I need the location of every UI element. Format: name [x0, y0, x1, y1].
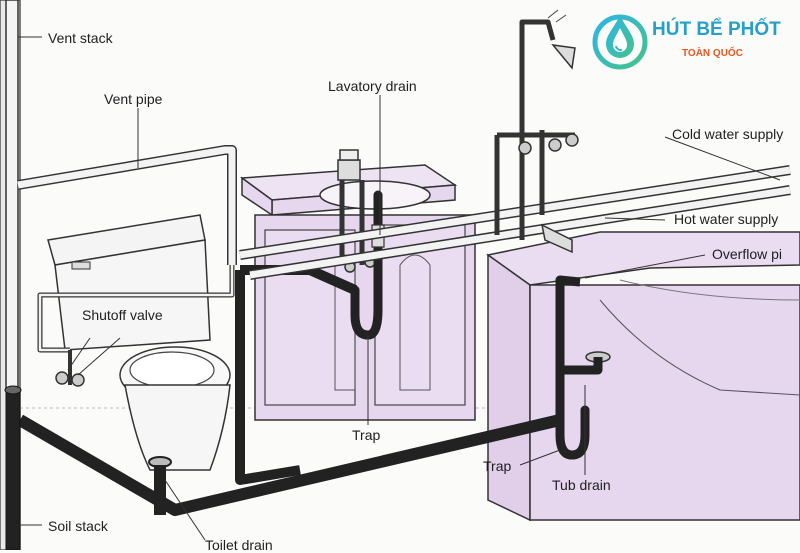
label-hot-water-supply: Hot water supply [674, 211, 779, 227]
cold-handle [548, 138, 562, 152]
cold-water-supply-inner [239, 166, 791, 259]
main-drain-line [16, 414, 562, 516]
logo-title: HÚT BỂ PHỐT [652, 19, 781, 40]
label-toilet-drain: Toilet drain [205, 537, 273, 553]
shutoff-valve-knob [55, 371, 69, 385]
label-lavatory-drain: Lavatory drain [328, 78, 417, 94]
shutoff-valve-knob-2 [71, 373, 85, 387]
label-tub-drain: Tub drain [552, 477, 611, 493]
label-trap-tub: Trap [483, 458, 512, 474]
label-shutoff-valve: Shutoff valve [82, 307, 163, 323]
label-soil-stack: Soil stack [48, 518, 108, 534]
shower-spray-lines [547, 9, 567, 23]
logo-subtitle: TOÀN QUỐC [682, 48, 743, 59]
soil-stack-top [4, 385, 22, 395]
bathtub [486, 231, 800, 522]
soil-stack [5, 389, 21, 550]
branch-to-riser [235, 440, 301, 485]
water-drop-icon [592, 14, 648, 70]
hot-handle [518, 141, 532, 155]
label-trap-lavatory: Trap [352, 427, 381, 443]
vent-stack [5, 0, 19, 391]
leader-lines [18, 36, 781, 541]
brand-logo: HÚT BỂ PHỐT TOÀN QUỐC [590, 6, 800, 76]
shower-head [551, 43, 576, 70]
toilet [47, 214, 231, 471]
vent-pipe-inner [17, 146, 236, 265]
toilet-supply-pipe-inner [38, 265, 234, 352]
label-cold-water-supply: Cold water supply [672, 126, 784, 142]
tub-spout [540, 223, 573, 254]
label-overflow-pipe: Overflow pi [712, 246, 783, 262]
shower-riser [519, 19, 556, 41]
diverter-handle [565, 133, 579, 147]
lavatory-faucet [337, 149, 376, 273]
tub-supply-risers [494, 130, 575, 235]
label-vent-pipe: Vent pipe [104, 91, 163, 107]
label-vent-stack: Vent stack [48, 30, 113, 46]
tub-trap [555, 365, 590, 460]
